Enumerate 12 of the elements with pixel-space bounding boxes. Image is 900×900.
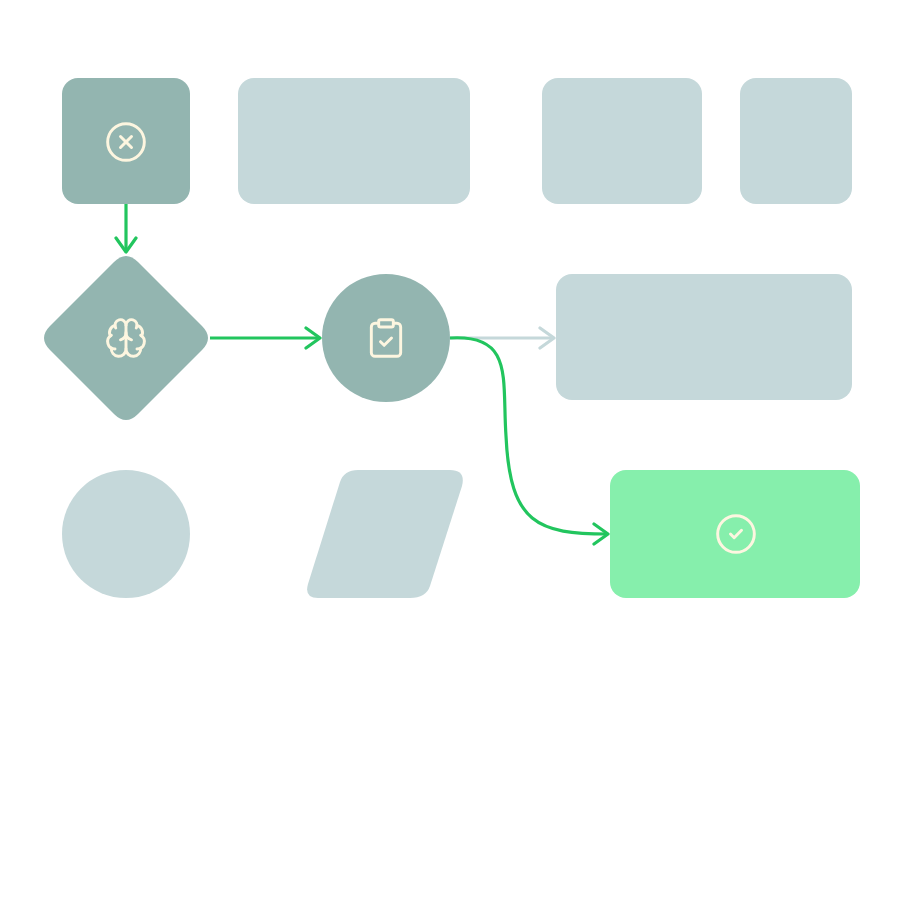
box-shape: [62, 78, 190, 204]
arrow: [210, 326, 322, 350]
box-shape: [238, 78, 470, 204]
arrow: [114, 204, 138, 254]
box-shape: [542, 78, 702, 204]
box-shape: [740, 78, 852, 204]
diamond-shape: [42, 254, 210, 422]
box-shape: [556, 274, 852, 400]
arrow: [450, 336, 610, 546]
arrow: [450, 326, 556, 350]
box-shape: [610, 470, 860, 598]
parallelogram-shape: [306, 470, 466, 598]
